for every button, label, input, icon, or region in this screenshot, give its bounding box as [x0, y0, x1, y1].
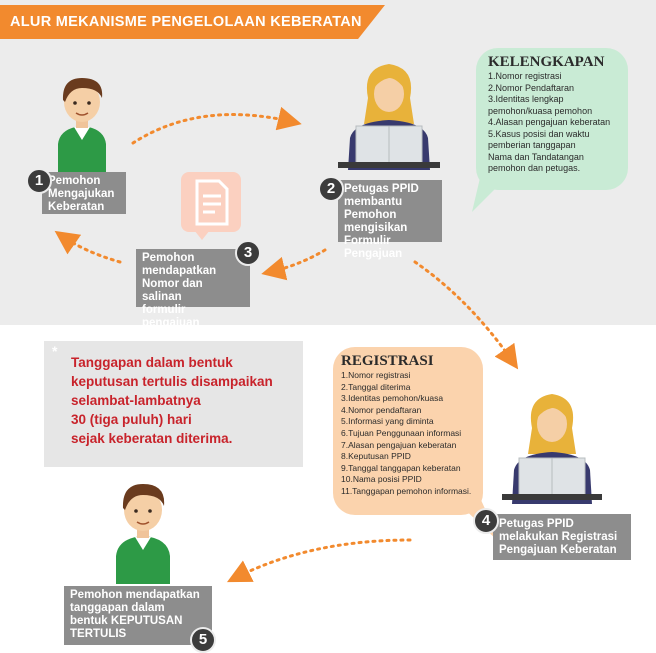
note-line: sejak keberatan diterima.: [71, 431, 233, 446]
registrasi-callout: REGISTRASI 1.Nomor registrasi 2.Tanggal …: [333, 347, 483, 515]
arrow-4-to-5: [226, 538, 412, 583]
note-line: selambat-lambatnya: [71, 393, 201, 408]
note-marker: *: [52, 343, 58, 359]
kelengkapan-callout: KELENGKAPAN 1.Nomor registrasi 2.Nomor P…: [476, 48, 628, 190]
arrow-2-to-4: [413, 260, 519, 370]
step-1-number: 1: [26, 168, 52, 194]
list-item: pemohon dan petugas.: [488, 163, 581, 173]
step-5-number: 5: [190, 627, 216, 653]
note-line: Tanggapan dalam bentuk: [71, 355, 233, 370]
document-icon: [195, 179, 229, 226]
list-item: 2.Tanggal diterima: [341, 381, 411, 392]
kelengkapan-list: 1.Nomor registrasi 2.Nomor Pendaftaran 3…: [488, 71, 618, 175]
ppid-officer-registration-icon: [502, 394, 602, 504]
list-item: 3.Identitas pemohon/kuasa: [341, 393, 444, 404]
list-item: 5.Kasus posisi dan waktu: [488, 128, 590, 139]
step-3-label: Pemohon mendapatkan Nomor dan salinan fo…: [142, 252, 217, 329]
ppid-officer-icon: [338, 64, 440, 170]
registrasi-title: REGISTRASI: [341, 353, 434, 369]
list-item: 1.Nomor registrasi: [341, 370, 411, 380]
step-3-box: Pemohon mendapatkan Nomor dan salinan fo…: [136, 249, 250, 329]
list-item: 4.Alasan pengajuan keberatan: [488, 117, 611, 127]
step-4-box: Petugas PPID melakukan Registrasi Pengaj…: [493, 514, 631, 560]
list-item: pemberian tanggapan: [488, 140, 576, 150]
list-item: 4.Nomor pendaftaran: [341, 404, 422, 415]
list-item: 8.Keputusan PPID: [341, 451, 411, 462]
document-icon-tile: [181, 172, 241, 232]
step-2-number: 2: [318, 176, 344, 202]
list-item: 7.Alasan pengajuan keberatan: [341, 439, 457, 450]
applicant-person-icon: [58, 78, 106, 172]
list-item: 11.Tanggapan pemohon informasi.: [341, 485, 472, 496]
note-box: * Tanggapan dalam bentuk keputusan tertu…: [44, 341, 303, 467]
arrow-1-to-2: [131, 106, 302, 145]
applicant-receives-decision-icon: [116, 484, 170, 584]
step-5-box: Pemohon mendapatkan tanggapan dalam bent…: [64, 586, 212, 645]
registrasi-list: 1.Nomor registrasi 2.Tanggal diterima 3.…: [341, 370, 477, 498]
list-item: 10.Nama posisi PPID: [341, 474, 422, 485]
page-title: ALUR MEKANISME PENGELOLAAN KEBERATAN: [0, 5, 385, 39]
arrow-2-to-3: [261, 248, 327, 281]
list-item: pemohon/kuasa pemohon: [488, 105, 593, 116]
kelengkapan-title: KELENGKAPAN: [488, 54, 605, 70]
note-line: 30 (tiga puluh) hari: [71, 412, 192, 427]
list-item: 5.Informasi yang diminta: [341, 416, 434, 427]
kelengkapan-pointer: [472, 178, 506, 212]
step-2-label: Petugas PPID membantu Pemohon mengisikan…: [344, 183, 419, 260]
step-2-box: Petugas PPID membantu Pemohon mengisikan…: [338, 180, 442, 260]
list-item: 9.Tanggal tanggapan keberatan: [341, 462, 461, 473]
document-tile-pointer: [194, 230, 210, 240]
step-5-label: Pemohon mendapatkan tanggapan dalam bent…: [70, 589, 200, 640]
list-item: 2.Nomor Pendaftaran: [488, 82, 575, 93]
step-1-label: Pemohon Mengajukan Keberatan: [48, 175, 115, 213]
list-item: 6.Tujuan Penggunaan informasi: [341, 427, 462, 438]
step-4-number: 4: [473, 508, 499, 534]
list-item: 1.Nomor registrasi: [488, 71, 562, 81]
list-item: 3.Identitas lengkap: [488, 94, 564, 104]
note-line: keputusan tertulis disampaikan: [71, 374, 273, 389]
list-item: Nama dan Tandatangan: [488, 151, 584, 162]
arrow-3-to-1: [54, 230, 122, 264]
step-3-number: 3: [235, 240, 261, 266]
step-4-label: Petugas PPID melakukan Registrasi Pengaj…: [499, 518, 618, 556]
step-1-box: Pemohon Mengajukan Keberatan: [42, 172, 126, 214]
